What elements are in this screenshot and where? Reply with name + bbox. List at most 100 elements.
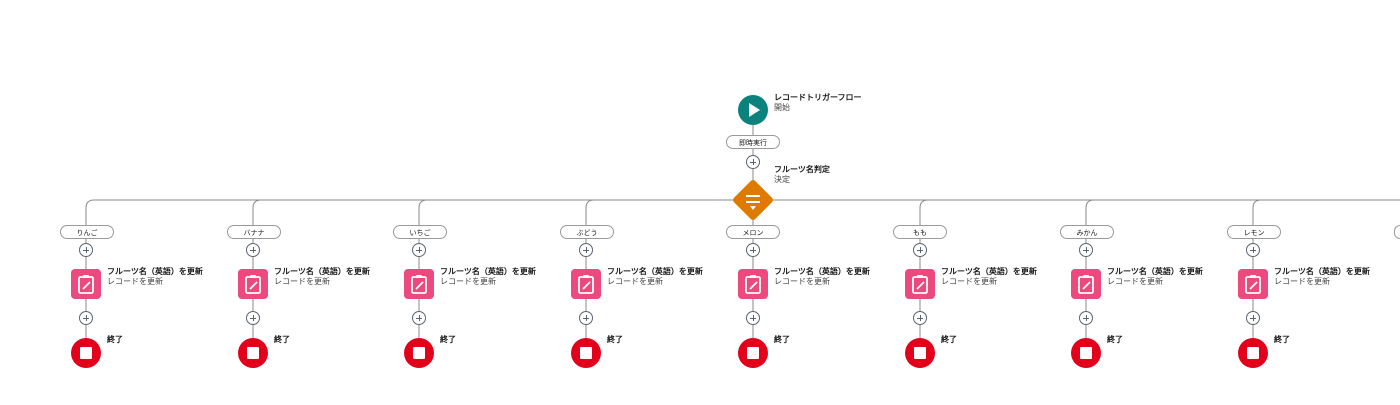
update-records-node[interactable]: [238, 269, 268, 299]
end-node[interactable]: [1071, 338, 1101, 368]
connector: [919, 199, 929, 209]
update-records-icon: [411, 275, 427, 294]
end-node[interactable]: [571, 338, 601, 368]
add-element-button[interactable]: [746, 311, 760, 325]
end-label: 終了: [774, 335, 790, 345]
update-records-node[interactable]: [1071, 269, 1101, 299]
start-node[interactable]: [738, 95, 768, 125]
end-label: 終了: [1107, 335, 1123, 345]
branch-label[interactable]: バナナ: [227, 225, 281, 239]
decision-icon: [746, 195, 760, 210]
update-records-label: フルーツ名（英語）を更新 レコードを更新: [440, 267, 536, 287]
update-records-node[interactable]: [404, 269, 434, 299]
end-node[interactable]: [738, 338, 768, 368]
add-element-button[interactable]: [246, 243, 260, 257]
update-records-label: フルーツ名（英語）を更新 レコードを更新: [774, 267, 870, 287]
end-title: 終了: [274, 335, 290, 344]
update-records-icon: [912, 275, 928, 294]
add-element-button[interactable]: [79, 311, 93, 325]
run-mode-label[interactable]: 即時実行: [726, 135, 780, 149]
action-title: フルーツ名（英語）を更新: [941, 267, 1037, 276]
end-label: 終了: [274, 335, 290, 345]
update-records-label: フルーツ名（英語）を更新 レコードを更新: [607, 267, 703, 287]
add-element-button[interactable]: [913, 311, 927, 325]
action-subtitle: レコードを更新: [607, 277, 663, 286]
action-title: フルーツ名（英語）を更新: [1274, 267, 1370, 276]
update-records-icon: [1245, 275, 1261, 294]
end-label: 終了: [941, 335, 957, 345]
update-records-node[interactable]: [905, 269, 935, 299]
branch-label[interactable]: メロン: [726, 225, 780, 239]
end-node[interactable]: [404, 338, 434, 368]
add-element-button[interactable]: [1079, 311, 1093, 325]
update-records-label: フルーツ名（英語）を更新 レコードを更新: [941, 267, 1037, 287]
end-title: 終了: [1107, 335, 1123, 344]
action-subtitle: レコードを更新: [774, 277, 830, 286]
branch-label-partial[interactable]: [1394, 225, 1400, 239]
connector: [1252, 199, 1262, 209]
action-title: フルーツ名（英語）を更新: [274, 267, 370, 276]
update-records-node[interactable]: [738, 269, 768, 299]
end-node[interactable]: [71, 338, 101, 368]
add-element-button[interactable]: [79, 243, 93, 257]
add-element-button[interactable]: [246, 311, 260, 325]
end-node[interactable]: [1238, 338, 1268, 368]
end-title: 終了: [440, 335, 456, 344]
action-title: フルーツ名（英語）を更新: [107, 267, 203, 276]
end-label: 終了: [607, 335, 623, 345]
add-element-button[interactable]: [412, 311, 426, 325]
end-title: 終了: [107, 335, 123, 344]
action-title: フルーツ名（英語）を更新: [607, 267, 703, 276]
connector: [85, 199, 95, 209]
add-element-button[interactable]: [579, 243, 593, 257]
update-records-node[interactable]: [571, 269, 601, 299]
end-title: 終了: [774, 335, 790, 344]
connector: [418, 199, 428, 209]
end-label: 終了: [107, 335, 123, 345]
branch-label[interactable]: もも: [893, 225, 947, 239]
action-subtitle: レコードを更新: [941, 277, 997, 286]
action-title: フルーツ名（英語）を更新: [1107, 267, 1203, 276]
add-element-button[interactable]: [412, 243, 426, 257]
branch-label[interactable]: りんご: [60, 225, 114, 239]
connector: [585, 199, 595, 209]
decision-title: フルーツ名判定: [774, 165, 830, 174]
add-element-button[interactable]: [579, 311, 593, 325]
end-node[interactable]: [905, 338, 935, 368]
branch-label[interactable]: レモン: [1227, 225, 1281, 239]
start-label: レコードトリガーフロー 開始: [774, 93, 862, 113]
end-label: 終了: [440, 335, 456, 345]
add-element-button[interactable]: [746, 243, 760, 257]
action-subtitle: レコードを更新: [107, 277, 163, 286]
update-records-label: フルーツ名（英語）を更新 レコードを更新: [274, 267, 370, 287]
add-element-button[interactable]: [1246, 243, 1260, 257]
decision-label: フルーツ名判定 決定: [774, 165, 830, 185]
add-element-button[interactable]: [1079, 243, 1093, 257]
end-node[interactable]: [238, 338, 268, 368]
update-records-icon: [78, 275, 94, 294]
branch-label[interactable]: ぶどう: [560, 225, 614, 239]
add-element-button[interactable]: [1246, 311, 1260, 325]
branch-label[interactable]: みかん: [1060, 225, 1114, 239]
update-records-icon: [1078, 275, 1094, 294]
add-element-button[interactable]: [746, 155, 760, 169]
end-label: 終了: [1274, 335, 1290, 345]
action-title: フルーツ名（英語）を更新: [440, 267, 536, 276]
action-subtitle: レコードを更新: [1107, 277, 1163, 286]
action-subtitle: レコードを更新: [440, 277, 496, 286]
connector: [252, 199, 262, 209]
update-records-label: フルーツ名（英語）を更新 レコードを更新: [107, 267, 203, 287]
add-element-button[interactable]: [913, 243, 927, 257]
branch-label[interactable]: いちご: [393, 225, 447, 239]
connector: [1085, 199, 1095, 209]
update-records-node[interactable]: [1238, 269, 1268, 299]
end-title: 終了: [941, 335, 957, 344]
update-records-node[interactable]: [71, 269, 101, 299]
action-subtitle: レコードを更新: [1274, 277, 1330, 286]
action-title: フルーツ名（英語）を更新: [774, 267, 870, 276]
action-subtitle: レコードを更新: [274, 277, 330, 286]
start-subtitle: 開始: [774, 103, 790, 112]
end-title: 終了: [607, 335, 623, 344]
